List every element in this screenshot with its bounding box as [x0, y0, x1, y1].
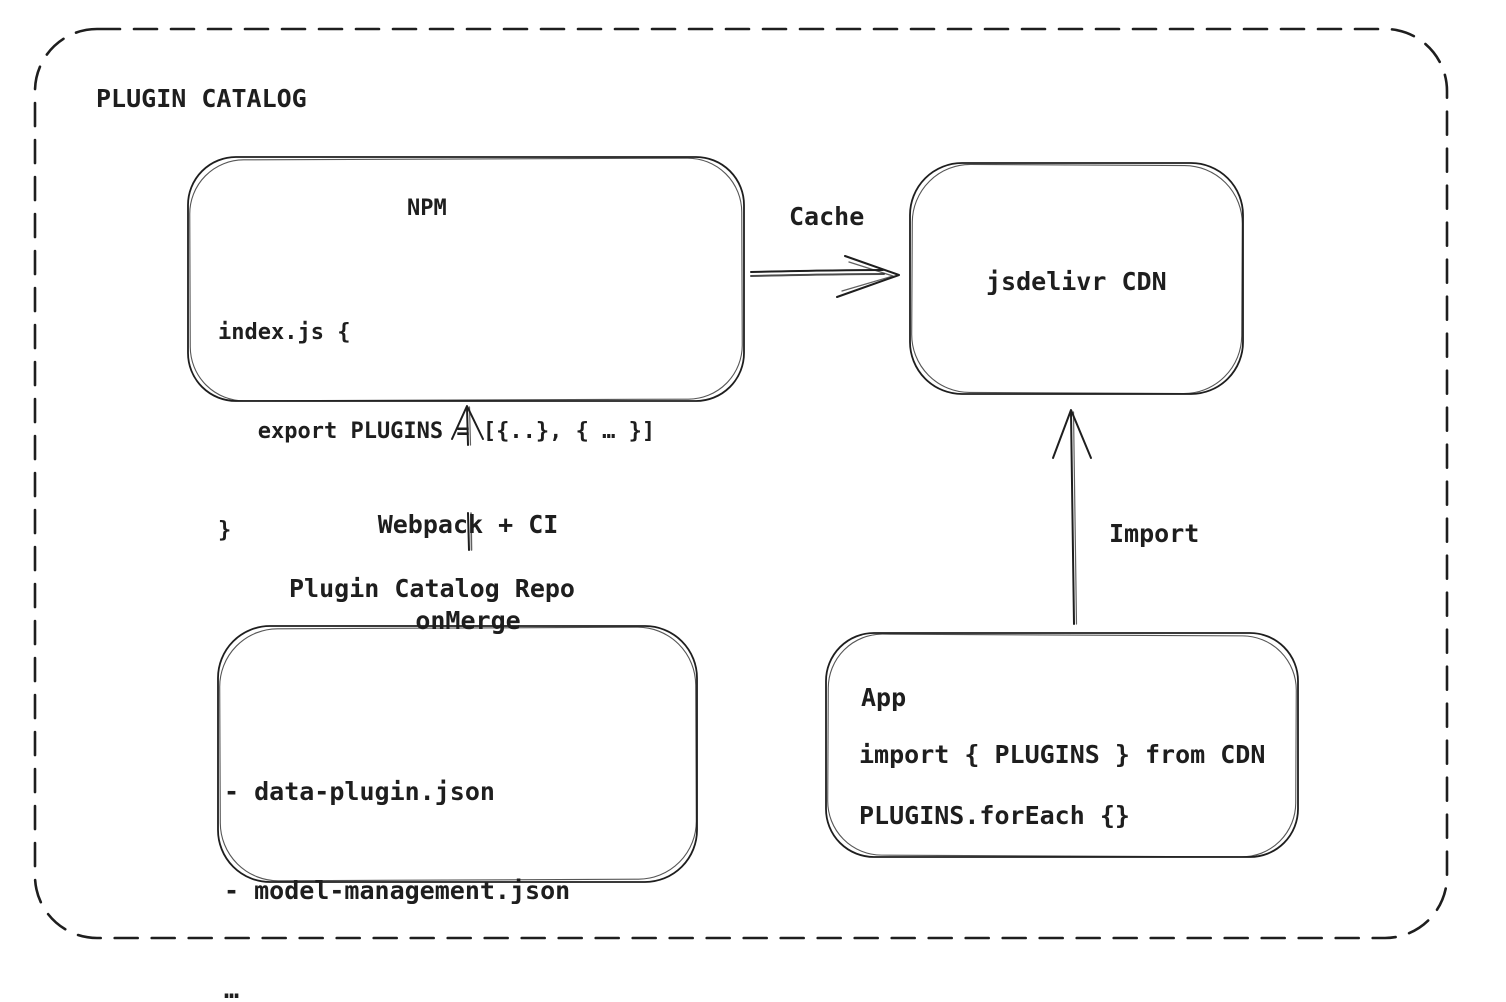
- build-arrow: [451, 405, 484, 551]
- repo-box: [217, 625, 698, 883]
- build-arrow-label-line: onMerge: [415, 606, 521, 635]
- cache-arrow: [750, 255, 900, 298]
- build-arrow-label-line: Webpack + CI: [377, 510, 559, 539]
- cache-arrow-label: Cache: [789, 202, 865, 231]
- import-arrow: [1052, 409, 1092, 625]
- build-arrow-label: Webpack + CI onMerge: [368, 445, 568, 701]
- app-code-line: import { PLUGINS } from CDN: [859, 740, 1266, 769]
- npm-box-title: NPM: [407, 196, 447, 221]
- repo-file-item: - model-management.json: [224, 876, 571, 905]
- npm-box: [187, 156, 745, 402]
- npm-code-line: export PLUGINS = [{..}, { … }]: [218, 419, 656, 444]
- diagram-title: PLUGIN CATALOG: [96, 84, 307, 113]
- npm-code-line: index.js {: [218, 320, 351, 345]
- npm-code-line: }: [218, 518, 232, 543]
- import-arrow-label: Import: [1109, 519, 1200, 548]
- app-box-title: App: [861, 683, 907, 712]
- repo-file-item: - data-plugin.json: [224, 777, 495, 806]
- npm-code-block: index.js { export PLUGINS = [{..}, { … }…: [218, 250, 655, 613]
- app-code-line: PLUGINS.forEach {}: [859, 801, 1130, 830]
- plugin-catalog-boundary: [33, 27, 1449, 940]
- app-box: [825, 632, 1299, 858]
- cdn-box-title: jsdelivr CDN: [986, 267, 1167, 296]
- cdn-box: [909, 162, 1244, 395]
- repo-file-list: - data-plugin.json - model-management.js…: [224, 709, 570, 1002]
- repo-file-item: …: [224, 975, 240, 1002]
- repo-box-label: Plugin Catalog Repo: [289, 574, 575, 603]
